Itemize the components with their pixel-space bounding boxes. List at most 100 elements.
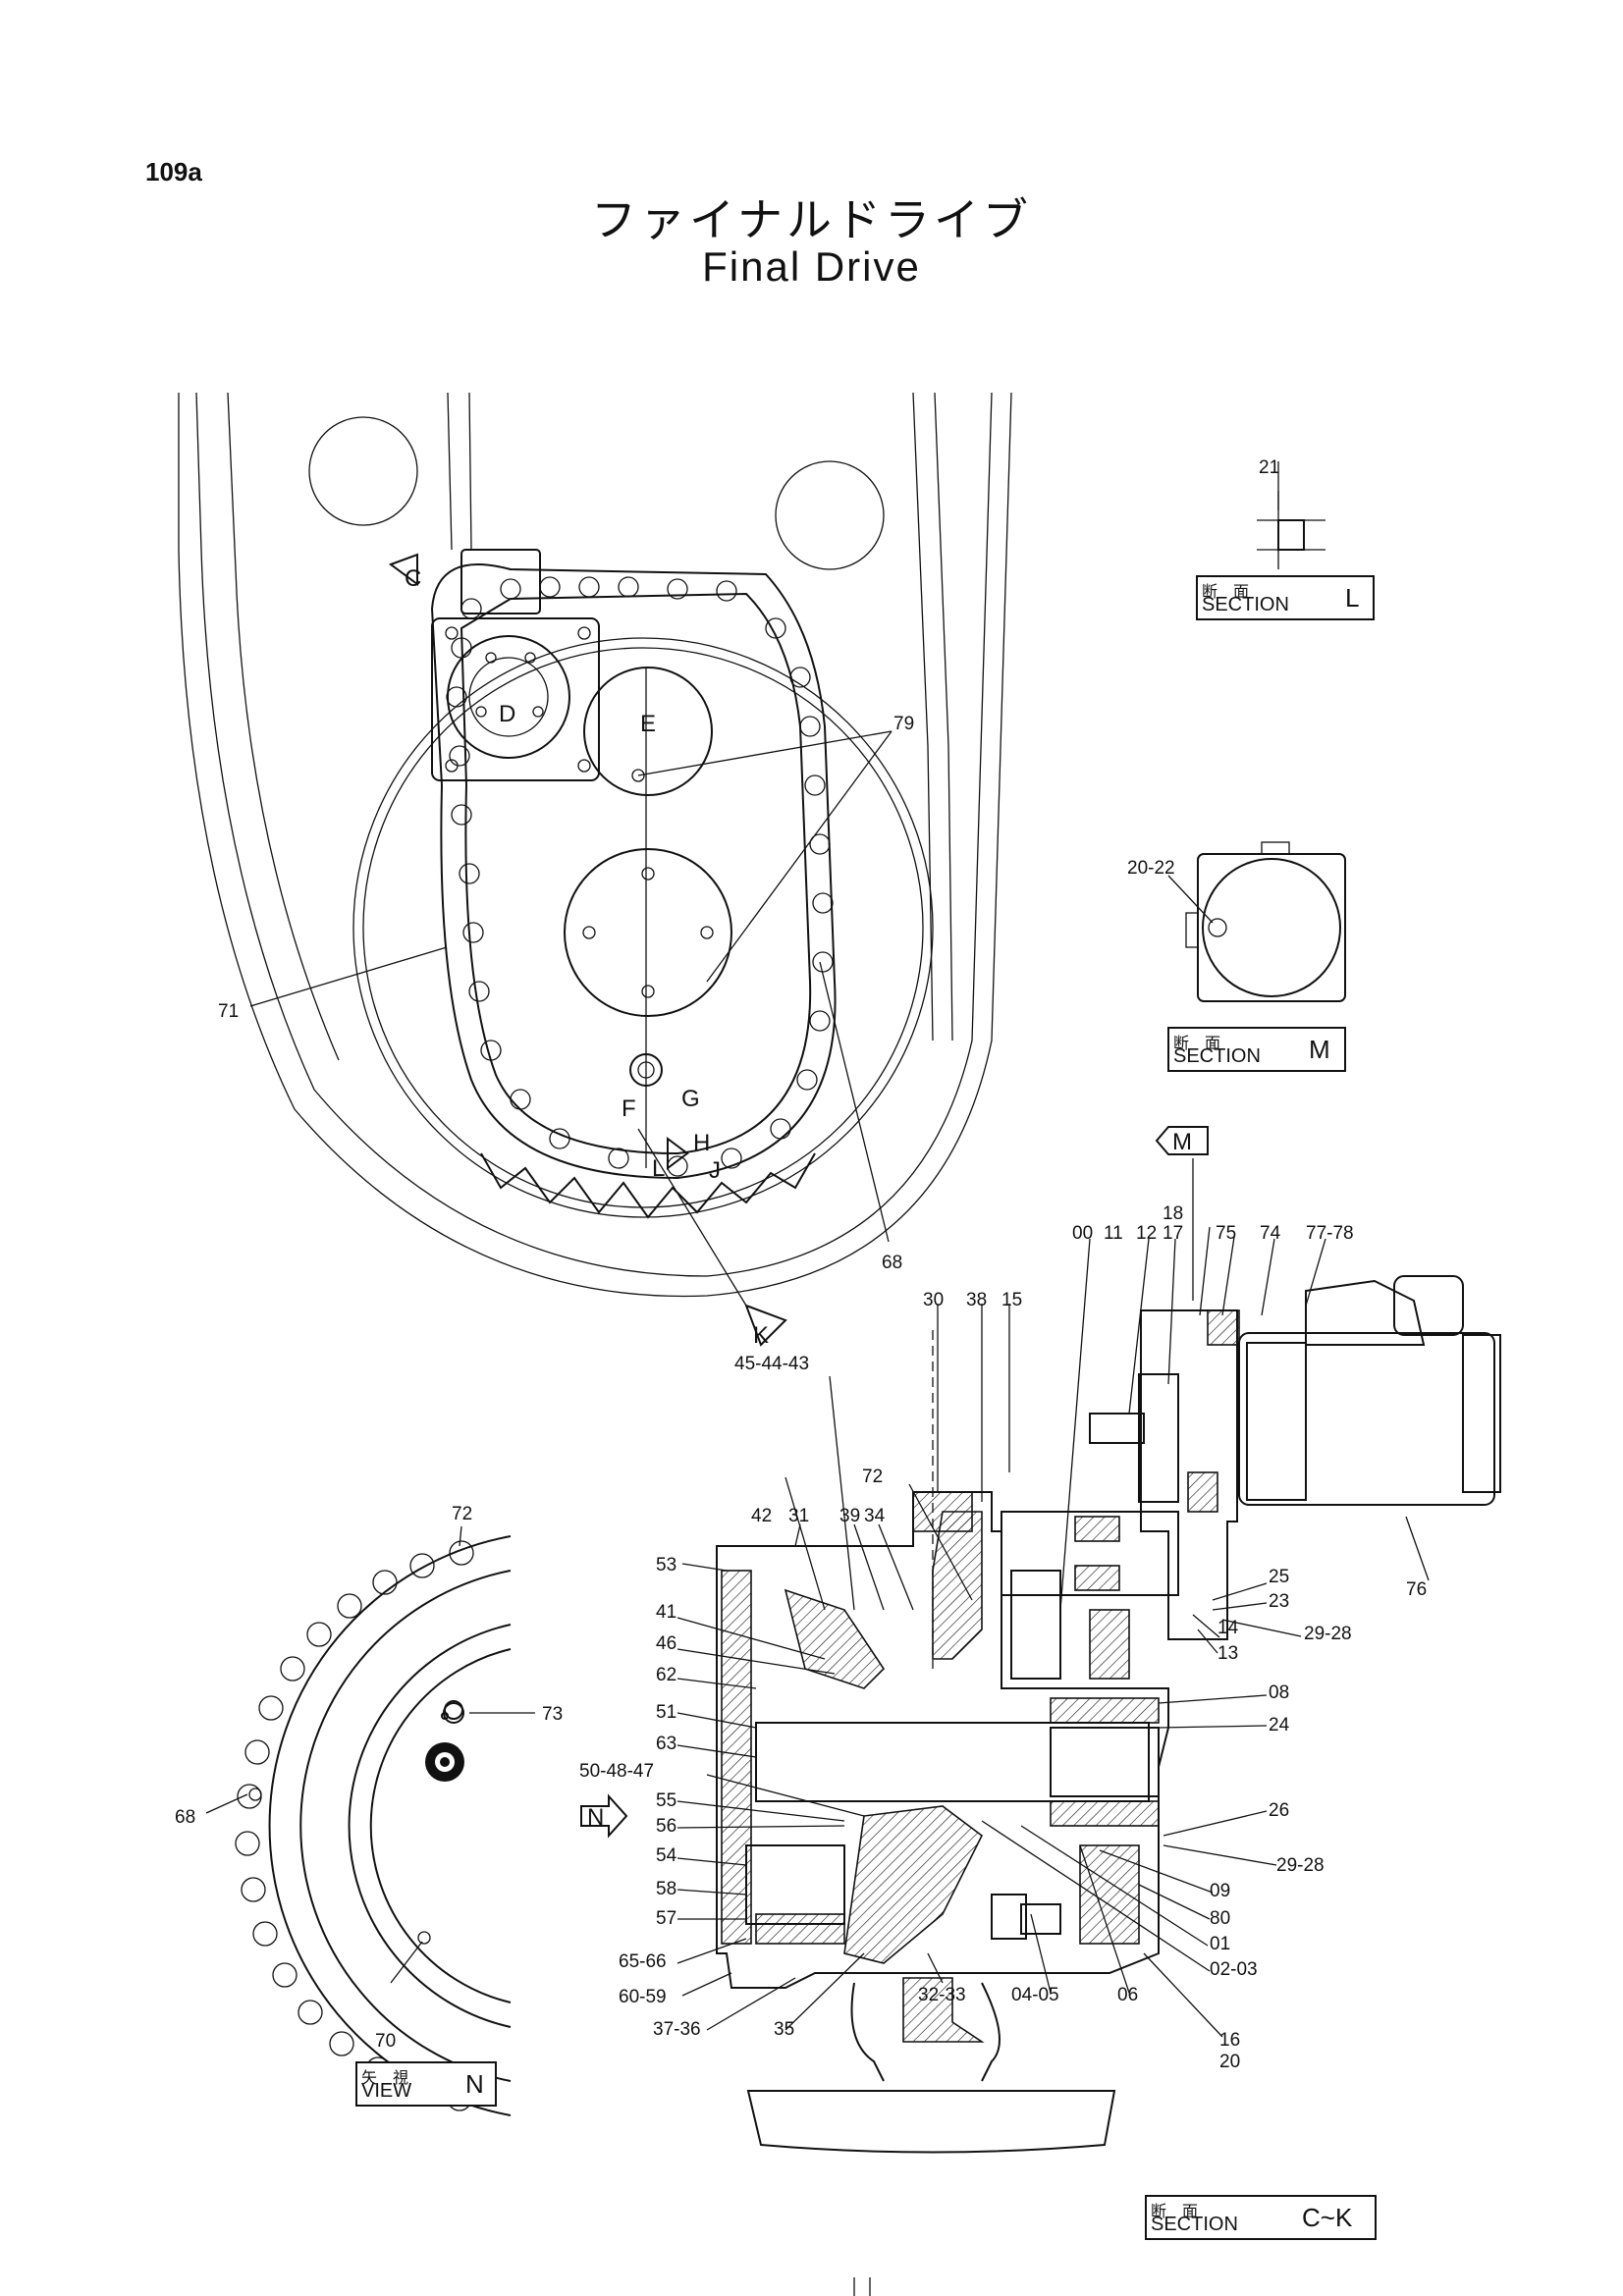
view-letter-l: L <box>652 1155 665 1182</box>
section-m-letter: M <box>1309 1035 1330 1064</box>
part-label-37-36: 37-36 <box>653 2019 701 2040</box>
section-l-en: SECTION <box>1202 594 1289 615</box>
part-label-38: 38 <box>966 1290 987 1310</box>
section-l-label: 断 面 SECTION L <box>1196 575 1375 620</box>
part-label-51: 51 <box>656 1702 676 1723</box>
part-label-54: 54 <box>656 1845 677 1866</box>
section-l-drawing: 21 <box>1257 457 1325 569</box>
part-label-11: 11 <box>1104 1223 1123 1244</box>
view-n-jp: 矢 視 <box>361 2068 409 2087</box>
section-m-en: SECTION <box>1173 1045 1261 1067</box>
view-letter-c: C <box>405 565 421 592</box>
view-letter-e: E <box>640 711 656 737</box>
part-label-29-28-upper: 29-28 <box>1304 1624 1352 1644</box>
part-label-42: 42 <box>751 1506 772 1526</box>
part-label-26: 26 <box>1269 1800 1289 1821</box>
part-label-76: 76 <box>1406 1579 1427 1600</box>
part-label-74: 74 <box>1260 1223 1281 1244</box>
part-label-39: 39 <box>839 1506 860 1526</box>
part-label-72-ck: 72 <box>862 1467 883 1487</box>
title-japanese: ファイナルドライブ <box>590 193 1033 246</box>
part-label-32-33: 32-33 <box>918 1985 966 2005</box>
part-label-04-05: 04-05 <box>1011 1985 1059 2005</box>
section-m-jp: 断 面 <box>1173 1034 1221 1052</box>
part-label-21: 21 <box>1259 457 1279 478</box>
view-letter-d: D <box>499 701 515 727</box>
part-label-46: 46 <box>656 1633 676 1654</box>
view-letter-m: M <box>1172 1129 1192 1155</box>
overview-labels: C D E F G H J K L 79 71 68 <box>218 565 914 1349</box>
view-letter-k: K <box>753 1322 769 1349</box>
section-ck-en: SECTION <box>1151 2214 1238 2235</box>
part-label-12: 12 <box>1136 1223 1157 1244</box>
section-ck-letter: C~K <box>1302 2203 1353 2232</box>
part-label-18: 18 <box>1163 1203 1183 1224</box>
view-letter-h: H <box>693 1130 710 1156</box>
view-letter-f: F <box>622 1095 636 1122</box>
part-label-57: 57 <box>656 1908 676 1929</box>
part-label-79: 79 <box>893 714 914 734</box>
part-label-02-03: 02-03 <box>1210 1959 1258 1980</box>
view-letter-g: G <box>681 1086 700 1112</box>
part-label-75: 75 <box>1216 1223 1236 1244</box>
part-label-60-59: 60-59 <box>619 1987 667 2007</box>
part-label-35: 35 <box>774 2019 794 2040</box>
part-label-50-48-47: 50-48-47 <box>579 1761 654 1782</box>
view-n-label: 矢 視 VIEW N <box>355 2061 497 2107</box>
view-n-letter: N <box>465 2069 484 2099</box>
part-label-15: 15 <box>1001 1290 1022 1310</box>
part-label-25: 25 <box>1269 1567 1289 1587</box>
part-label-23: 23 <box>1269 1591 1289 1612</box>
part-label-55: 55 <box>656 1790 676 1811</box>
part-label-14: 14 <box>1217 1618 1239 1638</box>
section-ck-box: 断 面 SECTION C~K <box>1145 2195 1377 2240</box>
title-english: Final Drive <box>702 243 921 290</box>
section-l-jp: 断 面 <box>1202 582 1250 601</box>
part-label-06: 06 <box>1117 1985 1138 2005</box>
section-l-letter: L <box>1345 583 1360 613</box>
part-label-30: 30 <box>923 1290 944 1310</box>
page-number: 109a <box>145 157 202 187</box>
part-label-20: 20 <box>1219 2052 1240 2072</box>
part-label-08: 08 <box>1269 1682 1289 1703</box>
part-label-68-view: 68 <box>175 1807 195 1828</box>
part-label-80: 80 <box>1210 1908 1230 1929</box>
section-ck-drawing <box>580 1126 1501 2154</box>
part-label-56: 56 <box>656 1816 676 1837</box>
view-n-drawing: 72 73 68 70 <box>175 1504 563 2116</box>
part-label-63: 63 <box>656 1734 676 1754</box>
part-label-45-44-43: 45-44-43 <box>734 1354 809 1374</box>
part-label-58: 58 <box>656 1879 676 1899</box>
part-label-34: 34 <box>864 1506 886 1526</box>
section-m-drawing: 20-22 <box>1127 841 1346 1002</box>
part-label-01: 01 <box>1210 1934 1230 1954</box>
part-label-62: 62 <box>656 1665 676 1685</box>
part-label-20-22: 20-22 <box>1127 858 1175 879</box>
view-n-en: VIEW <box>361 2080 412 2102</box>
part-label-73: 73 <box>542 1704 563 1725</box>
part-label-00: 00 <box>1072 1223 1093 1244</box>
part-label-17: 17 <box>1163 1223 1183 1244</box>
hub-symbol <box>425 1742 464 1782</box>
part-label-68: 68 <box>882 1253 902 1273</box>
view-letter-j: J <box>709 1157 721 1184</box>
part-label-31: 31 <box>788 1506 809 1526</box>
part-label-16: 16 <box>1219 2030 1240 2051</box>
section-ck-jp: 断 面 <box>1151 2202 1199 2220</box>
part-label-29-28-lower: 29-28 <box>1276 1855 1325 1876</box>
part-label-41: 41 <box>656 1602 676 1623</box>
section-ck-labels: 18 17 00 11 12 75 74 77-78 30 38 15 45-4… <box>579 1129 1427 2072</box>
part-label-71: 71 <box>218 1001 239 1022</box>
part-label-77-78: 77-78 <box>1306 1223 1354 1244</box>
overview-drawing <box>178 392 1012 1347</box>
part-label-72-view: 72 <box>452 1504 472 1524</box>
section-m-label: 断 面 SECTION M <box>1167 1027 1346 1072</box>
view-letter-n: N <box>587 1804 604 1831</box>
part-label-09: 09 <box>1210 1881 1230 1901</box>
part-label-13: 13 <box>1217 1643 1238 1664</box>
part-label-53: 53 <box>656 1555 676 1575</box>
part-label-70: 70 <box>375 2031 396 2052</box>
part-label-24: 24 <box>1269 1715 1290 1735</box>
part-label-65-66: 65-66 <box>619 1951 667 1972</box>
